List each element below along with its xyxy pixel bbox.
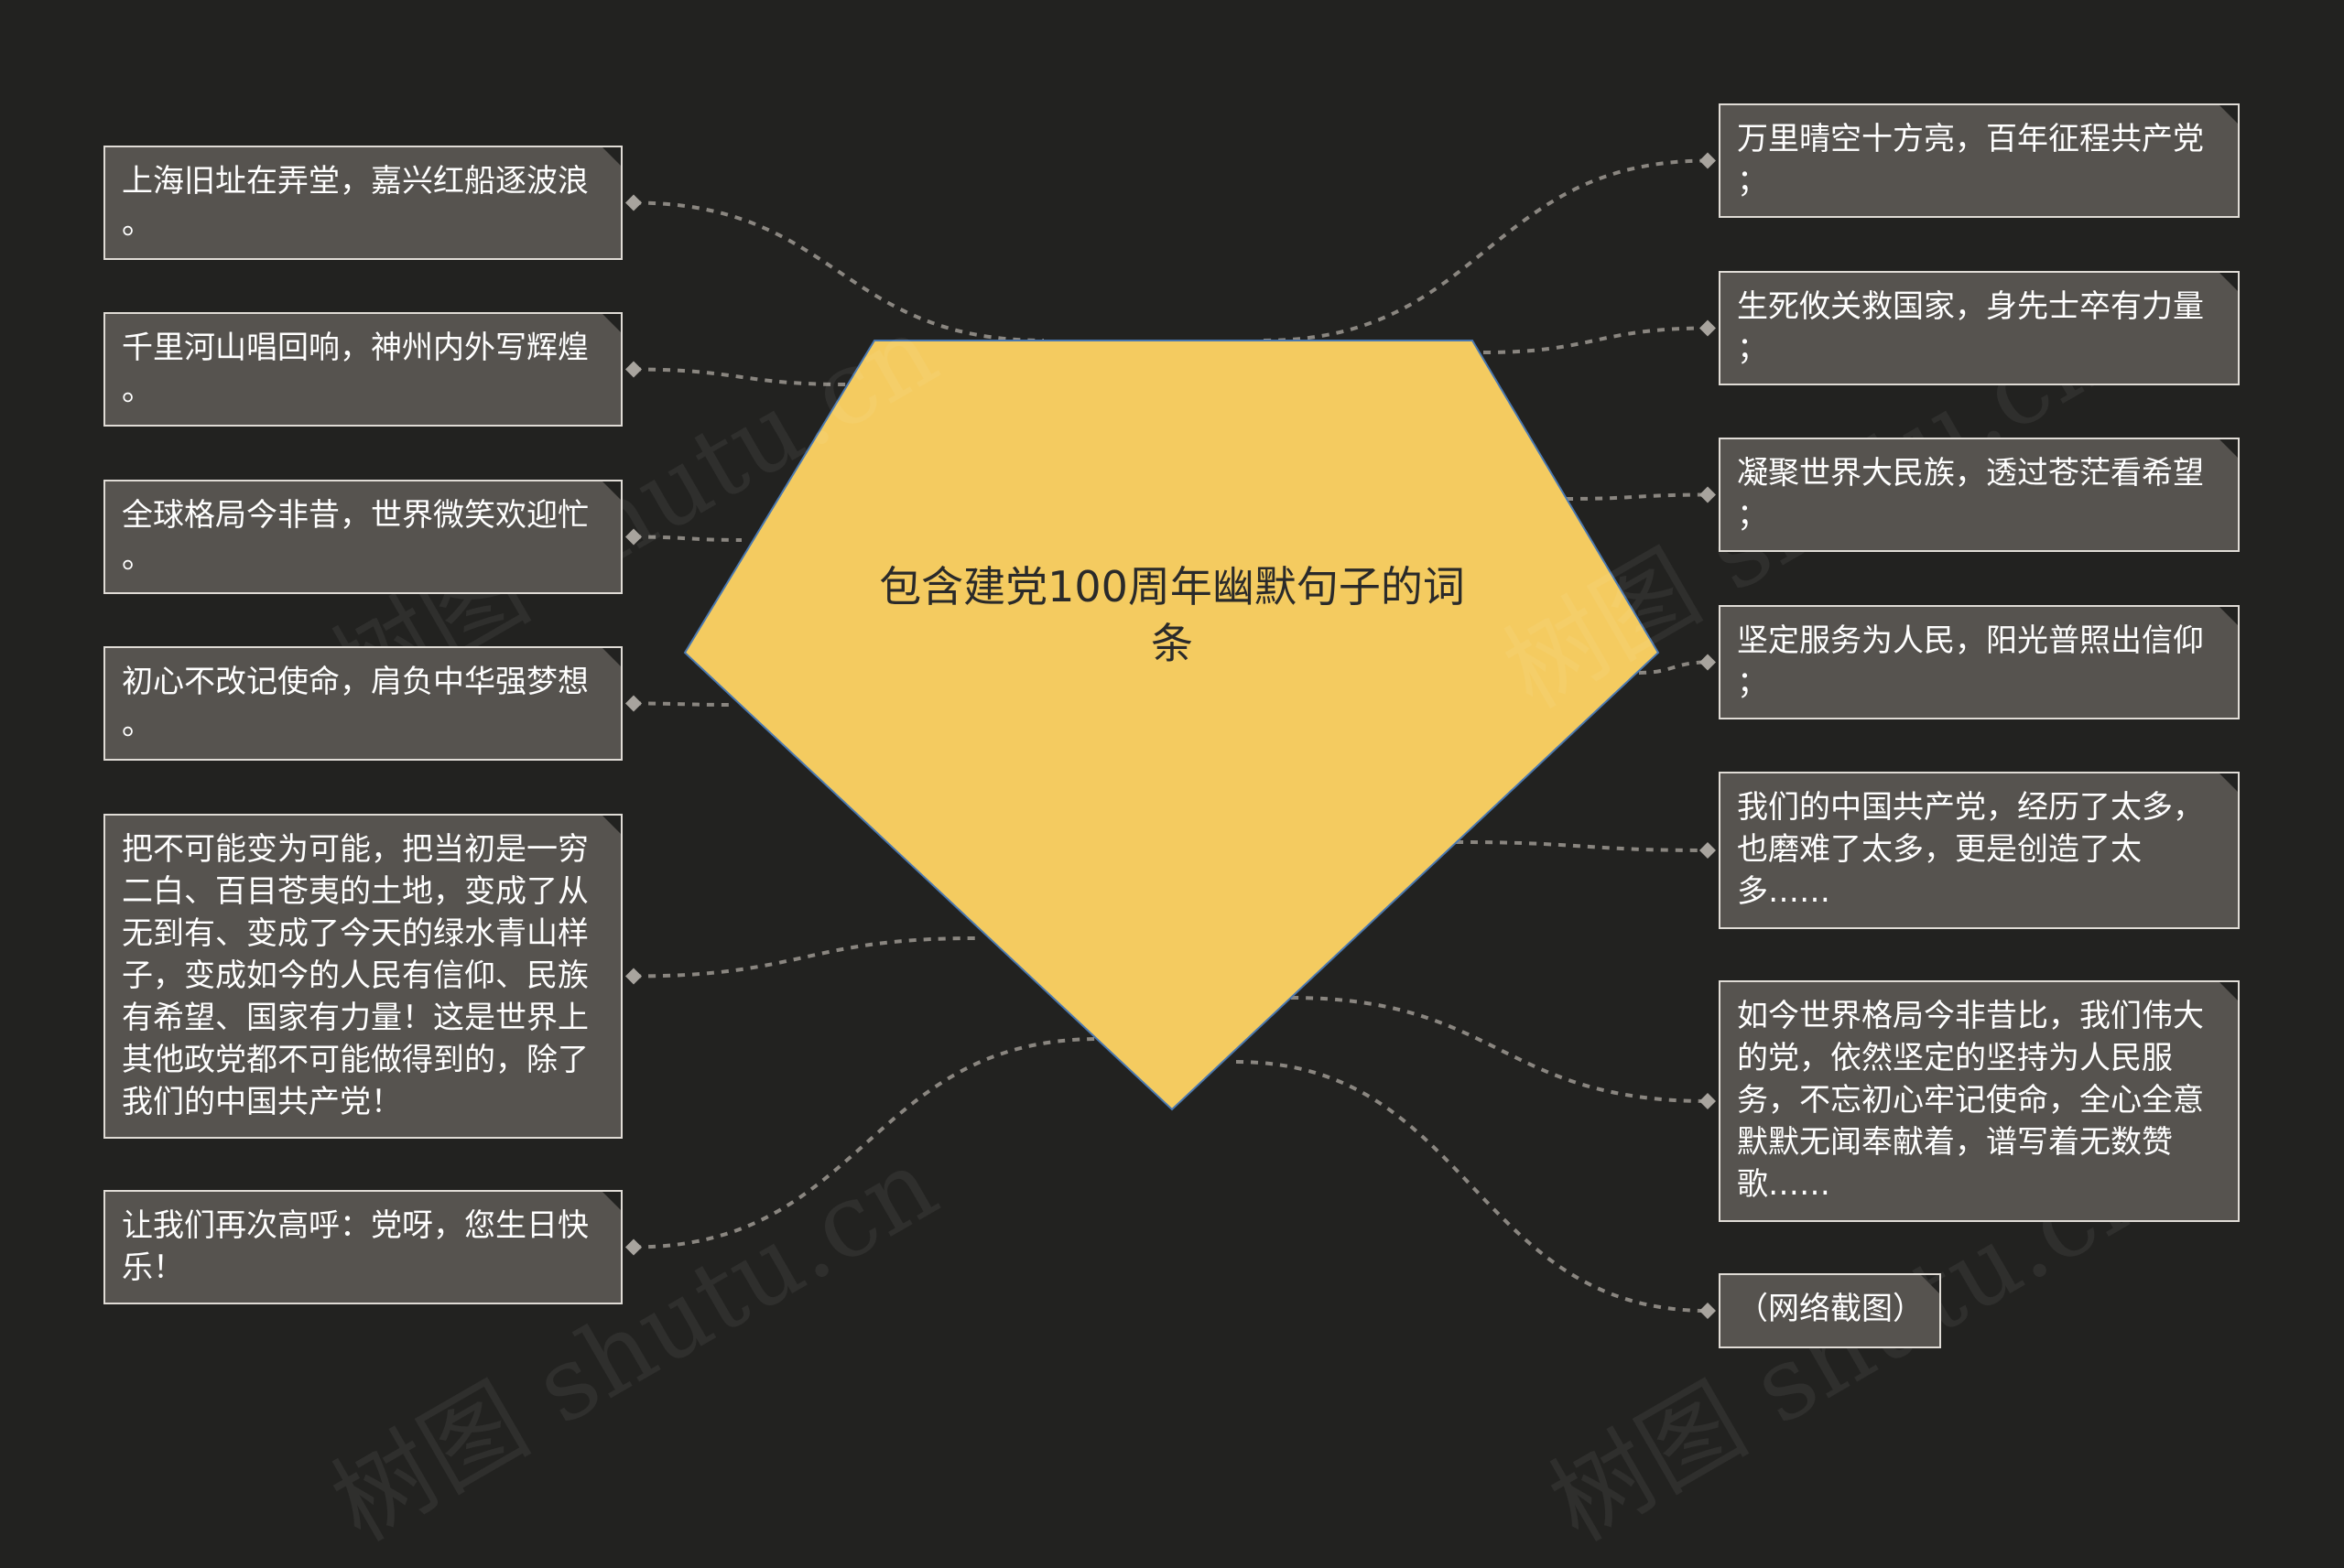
center-diamond-shape[interactable]	[683, 340, 1660, 1111]
mindmap-canvas	[625, 152, 1716, 1319]
connector-dot-left-2	[625, 361, 642, 378]
node-folded-corner	[601, 146, 623, 168]
connector-dot-right-5	[1699, 842, 1716, 859]
connector-dot-left-5	[625, 968, 642, 985]
branch-node-right-3[interactable]: 凝聚世界大民族，透过苍茫看希望 ；	[1719, 438, 2240, 552]
branch-node-right-4[interactable]: 坚定服务为人民，阳光普照出信仰 ；	[1719, 605, 2240, 719]
connector-right-6	[1290, 996, 1709, 1103]
node-folded-corner	[601, 646, 623, 668]
connector-dot-right-2	[1699, 319, 1716, 337]
branch-node-right-2[interactable]: 生死攸关救国家，身先士卒有力量 ；	[1719, 271, 2240, 385]
connector-dot-left-1	[625, 194, 642, 211]
node-folded-corner	[601, 1190, 623, 1212]
connector-dot-left-6	[625, 1238, 642, 1256]
connector-left-4	[633, 701, 733, 707]
branch-node-left-4[interactable]: 初心不改记使命，肩负中华强梦想 。	[103, 646, 623, 761]
branch-node-right-5[interactable]: 我们的中国共产党，经历了太多，也磨难了太多，更是创造了太多……	[1719, 772, 2240, 929]
node-folded-corner	[2218, 271, 2240, 293]
node-folded-corner	[601, 814, 623, 836]
connector-left-1	[633, 200, 1045, 342]
node-folded-corner	[2218, 103, 2240, 125]
connectors	[625, 152, 1716, 1319]
connector-dot-left-4	[625, 695, 642, 712]
connector-dot-left-3	[625, 528, 642, 546]
node-folded-corner	[2218, 605, 2240, 627]
center-topic-title[interactable]: 包含建党100周年幽默句子的词条	[879, 562, 1465, 668]
branch-node-right-7[interactable]: （网络截图）	[1719, 1273, 1941, 1348]
branch-node-right-6[interactable]: 如今世界格局今非昔比，我们伟大的党，依然坚定的坚持为人民服务，不忘初心牢记使命，…	[1719, 980, 2240, 1222]
connector-right-4	[1638, 660, 1709, 675]
connector-right-3	[1565, 492, 1709, 501]
branch-node-left-3[interactable]: 全球格局今非昔，世界微笑欢迎忙 。	[103, 480, 623, 594]
connector-left-2	[633, 367, 848, 386]
branch-node-left-6[interactable]: 让我们再次高呼：党呀，您生日快乐！	[103, 1190, 623, 1304]
connector-left-5	[633, 936, 976, 979]
node-folded-corner	[1919, 1273, 1941, 1295]
connector-dot-right-1	[1699, 152, 1716, 169]
branch-node-left-5[interactable]: 把不可能变为可能，把当初是一穷二白、百目苍夷的土地，变成了从无到有、变成了今天的…	[103, 814, 623, 1139]
node-folded-corner	[2218, 772, 2240, 794]
node-folded-corner	[2218, 438, 2240, 460]
node-folded-corner	[2218, 980, 2240, 1002]
connector-right-7	[1235, 1060, 1709, 1313]
branch-node-right-1[interactable]: 万里晴空十方亮，百年征程共产党 ；	[1719, 103, 2240, 218]
connector-right-2	[1482, 326, 1709, 354]
connector-right-1	[1263, 158, 1709, 342]
connector-right-5	[1455, 840, 1709, 852]
node-folded-corner	[601, 312, 623, 334]
node-folded-corner	[601, 480, 623, 502]
branch-node-left-2[interactable]: 千里河山唱回响，神州内外写辉煌 。	[103, 312, 623, 427]
connector-left-3	[633, 535, 743, 542]
connector-dot-right-4	[1699, 654, 1716, 671]
connector-dot-right-3	[1699, 486, 1716, 503]
connector-dot-right-7	[1699, 1303, 1716, 1319]
connector-dot-right-6	[1699, 1093, 1716, 1109]
branch-node-left-1[interactable]: 上海旧址在弄堂，嘉兴红船逐波浪 。	[103, 146, 623, 260]
